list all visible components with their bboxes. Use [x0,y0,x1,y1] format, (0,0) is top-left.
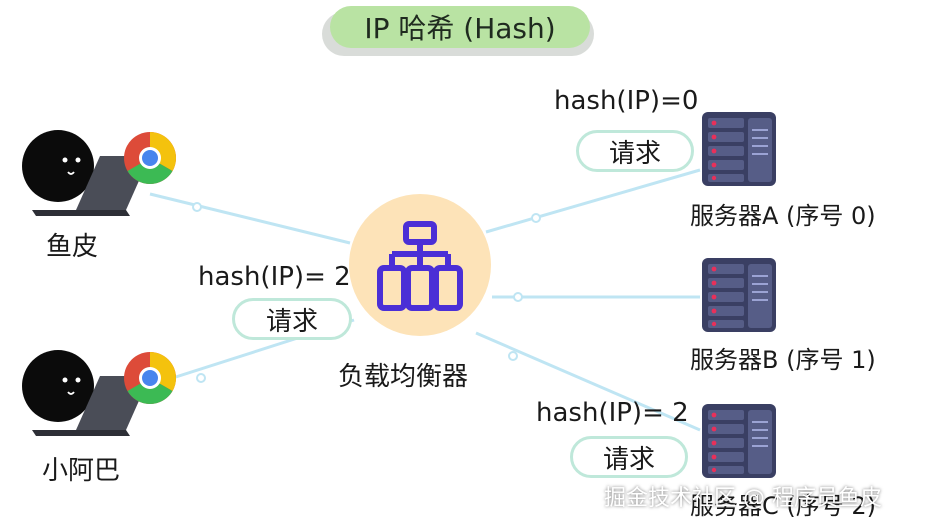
request-label: 请求 [602,444,655,475]
link-client1-lb [149,192,351,245]
request-label: 请求 [265,306,318,337]
server-c-name: 服务器C (序号 2) [690,492,877,520]
server-rack-icon [702,112,776,186]
client-name: 小阿巴 [42,456,121,486]
load-balancer-label: 负载均衡器 [338,362,469,392]
server-rack-icon [702,404,776,478]
request-pill-client: 请求 [232,298,352,340]
server-rack-icon [702,258,776,332]
page-title: IP 哈希 (Hash) [330,6,590,48]
client-name: 鱼皮 [46,232,99,262]
link-lb-serverC [475,331,701,432]
link-lb-serverA [485,168,701,234]
network-hierarchy-icon [377,221,463,311]
client-xiaoaba [20,340,180,450]
watermark: 掘金技术社区 @ 程序员鱼皮 [604,486,882,511]
client-hash-label: hash(IP)= 2 [198,262,351,292]
request-label: 请求 [608,138,661,169]
user-laptop-icon [22,130,176,216]
request-pill-server-c: 请求 [570,436,688,478]
client-yupi [20,120,180,230]
request-pill-server-a: 请求 [576,130,694,172]
user-laptop-icon [22,350,176,436]
server-c-hash-label: hash(IP)= 2 [536,398,689,428]
server-b-name: 服务器B (序号 1) [690,346,876,374]
server-a-hash-label: hash(IP)=0 [554,86,699,116]
server-a-name: 服务器A (序号 0) [690,202,876,230]
